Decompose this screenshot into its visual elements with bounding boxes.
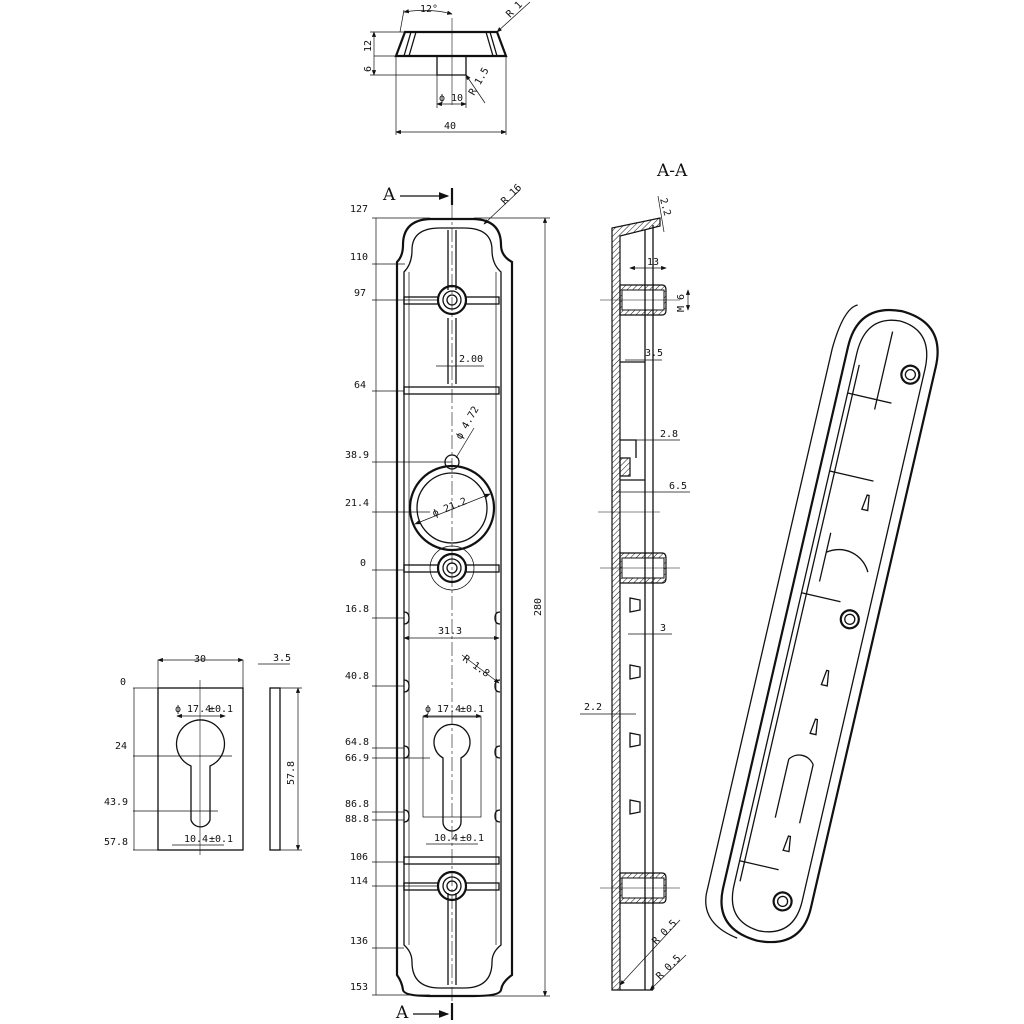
y-label: 110 <box>350 252 368 263</box>
y-label: 106 <box>350 852 368 863</box>
section-wall <box>611 217 661 991</box>
y-label: 16.8 <box>345 604 369 615</box>
inner-width-label: 31.3 <box>438 626 462 637</box>
escutcheon-width-label: 30 <box>194 654 206 665</box>
wall-thickness-label: 2.2 <box>584 702 602 713</box>
y-label: 86.8 <box>345 799 369 810</box>
y-label: 127 <box>350 204 368 215</box>
knob-base-label: 6 <box>363 66 374 72</box>
chamfer-label: 2.2 <box>657 197 672 217</box>
keyhole <box>433 723 471 832</box>
escutcheon-key-bottom-tolerance: ±0.1 <box>209 834 233 845</box>
escutcheon-y3: 57.8 <box>104 837 128 848</box>
rib-2-8-label: 2.8 <box>660 429 678 440</box>
escutcheon-view: 30 3.5 57.8 0 24 43.9 57.8 ϕ 17.4 ±0.1 1… <box>104 653 302 855</box>
clip-radius-label: R 1.8 <box>460 653 491 679</box>
y-label: 21.4 <box>345 498 369 509</box>
y-label: 64.8 <box>345 737 369 748</box>
escutcheon-height-label: 57.8 <box>286 761 297 785</box>
escutcheon-side <box>269 687 281 851</box>
y-label: 97 <box>354 288 366 299</box>
knob-height-label: 12 <box>363 40 374 52</box>
clip-label: 3 <box>660 623 666 634</box>
rib-3-5-label: 3.5 <box>645 348 663 359</box>
depth-label: 6.5 <box>669 481 687 492</box>
key-bottom-tolerance: ±0.1 <box>460 833 484 844</box>
section-marker-top: A <box>382 185 396 205</box>
y-label: 153 <box>350 982 368 993</box>
top-view: 12° R 1 12 6 ϕ 10 R 1.5 40 <box>363 0 531 135</box>
escutcheon-y2: 43.9 <box>104 797 128 808</box>
plate-outline <box>395 217 514 998</box>
front-view: A A <box>345 182 550 1023</box>
key-top-label: ϕ 17.4 <box>425 704 461 715</box>
y-label: 114 <box>350 876 368 887</box>
y-label: 64 <box>354 380 366 391</box>
escutcheon-thickness-label: 3.5 <box>273 653 291 664</box>
y-label: 136 <box>350 936 368 947</box>
small-hole-label: ϕ 4.72 <box>454 405 482 442</box>
length-label: 280 <box>533 598 544 616</box>
y-label: 66.9 <box>345 753 369 764</box>
section-marker-bottom: A <box>395 1003 409 1023</box>
escutcheon-keyhole <box>175 719 226 828</box>
y-label: 88.8 <box>345 814 369 825</box>
outer-radius-label: R 0.5 <box>654 953 683 982</box>
y-label: 40.8 <box>345 671 369 682</box>
escutcheon-y0: 0 <box>120 677 126 688</box>
escutcheon-y1: 24 <box>115 741 127 752</box>
section-view: A-A 2.2 13 M 6 3.5 2.8 6.5 3 2.2 R 0.5 R… <box>580 161 691 991</box>
isometric-view <box>705 304 939 944</box>
knob-angle-label: 12° <box>420 4 438 15</box>
y-label: 38.9 <box>345 450 369 461</box>
section-label: A-A <box>656 161 688 181</box>
escutcheon-key-top-tolerance: ±0.1 <box>209 704 233 715</box>
key-bottom-label: 10.4 <box>434 833 458 844</box>
escutcheon-key-bottom-label: 10.4 <box>184 834 208 845</box>
y-coordinate-labels: 127 110 97 64 38.9 21.4 0 16.8 40.8 64.8… <box>345 204 369 993</box>
escutcheon-front <box>157 687 244 851</box>
knob-hole-label: ϕ 10 <box>439 93 463 104</box>
boss-hole-label: M 6 <box>676 294 687 312</box>
knob-r-top-label: R 1 <box>504 0 525 20</box>
knob-width-label: 40 <box>444 121 456 132</box>
inner-radius-label: R 0.5 <box>650 918 679 947</box>
corner-radius-label: R 16 <box>499 182 524 207</box>
y-label: 0 <box>360 558 366 569</box>
escutcheon-key-top-label: ϕ 17.4 <box>175 704 211 715</box>
big-hole-label: ϕ 21.2 <box>431 496 469 520</box>
boss-length-label: 13 <box>647 257 659 268</box>
rib-width-label: 2.00 <box>459 354 483 365</box>
key-top-tolerance: ±0.1 <box>460 704 484 715</box>
